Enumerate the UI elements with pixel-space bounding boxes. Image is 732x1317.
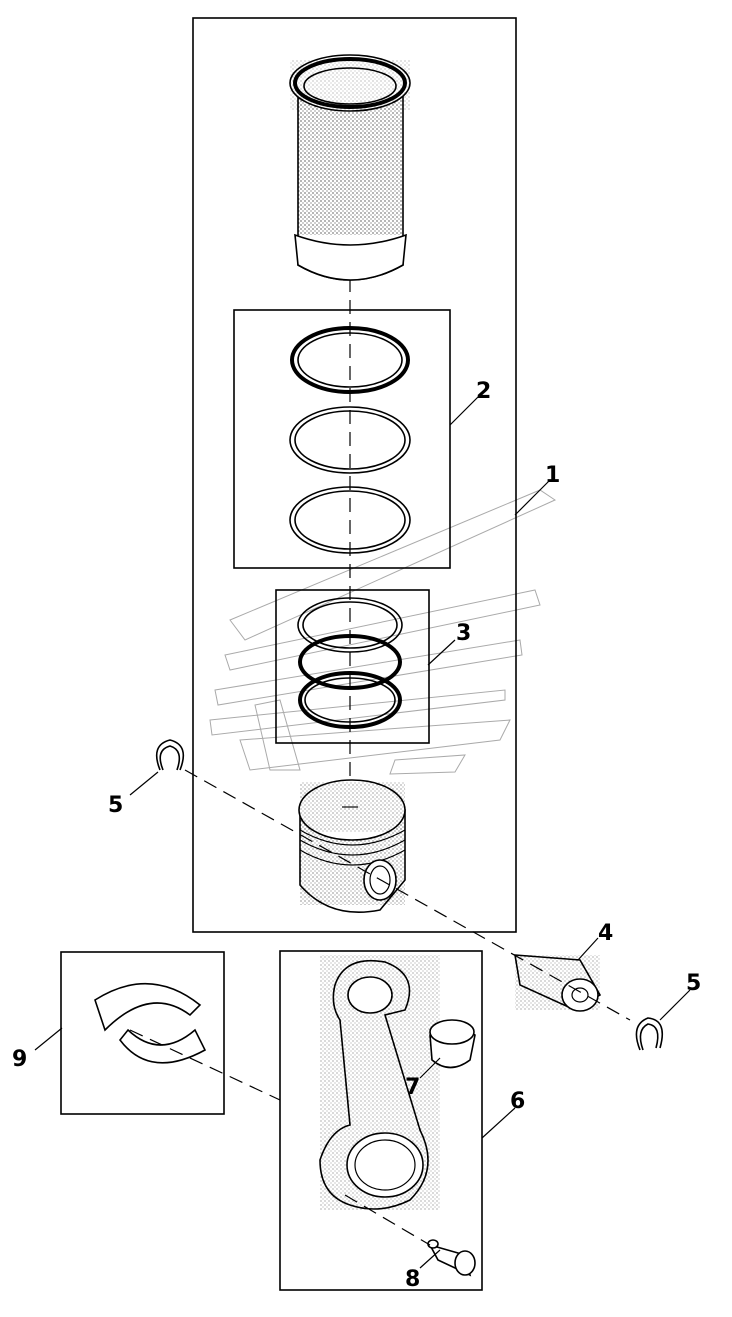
piston-ring-set-3 — [297, 597, 403, 729]
piston-pin — [514, 954, 602, 1012]
callout-5-right: 5 — [686, 971, 701, 996]
snap-ring-left — [155, 739, 185, 771]
callout-3: 3 — [456, 621, 471, 646]
callout-9: 9 — [12, 1047, 27, 1072]
frame-piston-ring-set — [233, 309, 451, 569]
piston — [298, 779, 406, 913]
callout-4: 4 — [598, 921, 613, 946]
cylinder-liner — [289, 54, 411, 281]
bearing-shells — [94, 982, 281, 1101]
small-end-bushing — [429, 1019, 476, 1069]
frame-connecting-rod — [279, 950, 483, 1291]
callout-7: 7 — [405, 1075, 420, 1100]
watermark-logo — [209, 489, 557, 775]
leader-lines — [34, 394, 691, 1269]
callout-8: 8 — [405, 1267, 420, 1292]
callout-6: 6 — [510, 1089, 525, 1114]
pin-axis-line — [184, 769, 631, 1021]
piston-ring-set-2 — [289, 326, 411, 554]
snap-ring-right — [635, 1017, 664, 1051]
connecting-rod — [319, 955, 440, 1210]
frame-cylinder-assembly — [192, 17, 517, 933]
frame-bearing-shells — [60, 951, 225, 1115]
callout-1: 1 — [545, 463, 560, 488]
callout-2: 2 — [476, 379, 491, 404]
frame-ring-set-small — [275, 589, 430, 744]
callout-5-left: 5 — [108, 793, 123, 818]
